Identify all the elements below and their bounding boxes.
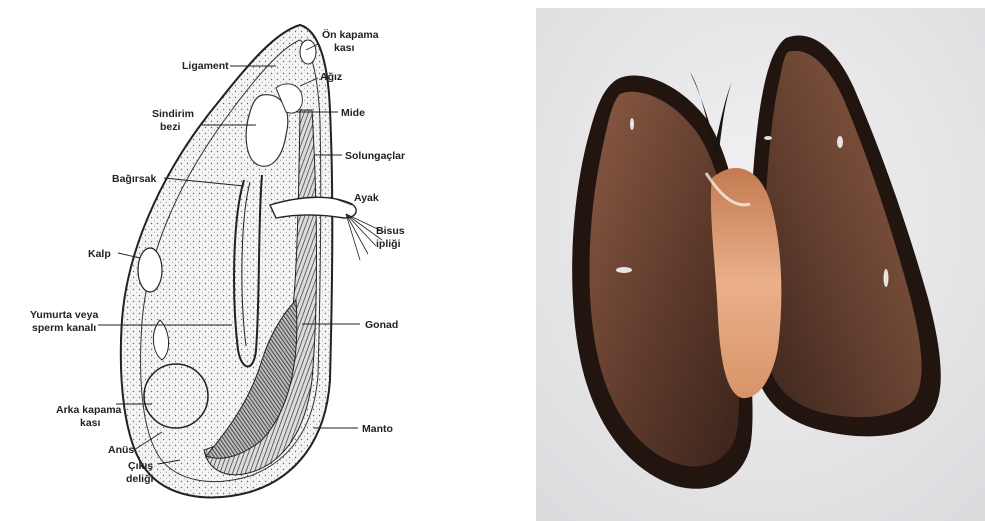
label-arka-kapama-1: Arka kapama xyxy=(56,404,122,416)
label-ligament: Ligament xyxy=(182,60,229,72)
label-cikis-1: Çıkış xyxy=(128,460,153,472)
label-sindirim-1: Sindirim xyxy=(152,108,194,120)
label-cikis-2: deliği xyxy=(126,473,154,485)
mussel-anatomy-diagram: Ön kapama kası Ligament Ağız Sindirim be… xyxy=(0,0,478,521)
label-bisus-1: Bisus xyxy=(376,225,405,237)
heart xyxy=(138,248,162,292)
label-yumurta-1: Yumurta veya xyxy=(30,309,98,321)
anatomy-drawing: Ön kapama kası Ligament Ağız Sindirim be… xyxy=(0,0,478,521)
label-bagirsak: Bağırsak xyxy=(112,173,157,185)
mussel-photo-drawing xyxy=(536,8,985,521)
label-agiz: Ağız xyxy=(320,71,342,83)
label-solungaclar: Solungaçlar xyxy=(345,150,405,162)
mussel-photo xyxy=(536,8,985,521)
label-sindirim-2: bezi xyxy=(160,121,181,133)
label-on-kapama-1: Ön kapama xyxy=(322,28,379,41)
label-manto: Manto xyxy=(362,423,393,435)
label-ayak: Ayak xyxy=(354,192,379,204)
label-yumurta-2: sperm kanalı xyxy=(32,322,96,334)
byssus-threads xyxy=(346,214,384,260)
label-mide: Mide xyxy=(341,107,365,119)
label-bisus-2: ipliği xyxy=(376,238,401,250)
label-gonad: Gonad xyxy=(365,319,398,331)
label-on-kapama-2: kası xyxy=(334,42,355,54)
label-kalp: Kalp xyxy=(88,248,111,260)
label-anus: Anüs xyxy=(108,444,134,456)
label-arka-kapama-2: kası xyxy=(80,417,101,429)
posterior-adductor-muscle xyxy=(144,364,208,428)
